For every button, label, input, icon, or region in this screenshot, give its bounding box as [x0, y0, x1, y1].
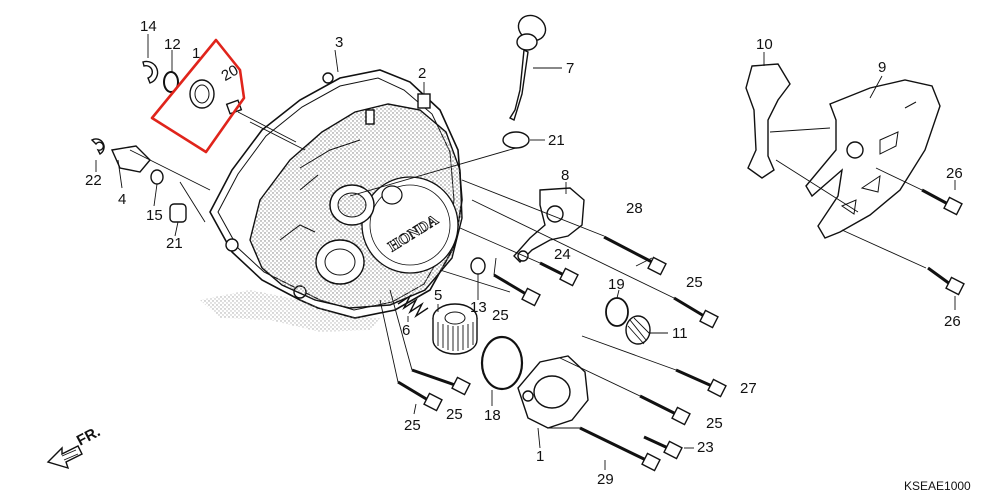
bolts [397, 188, 965, 472]
washer-13 [470, 257, 486, 275]
bolt-25-b [493, 273, 541, 307]
bolt-24 [539, 261, 579, 287]
callout-13: 13 [470, 299, 487, 316]
callout-1: 1 [536, 448, 544, 465]
callout-14: 14 [140, 18, 157, 35]
front-direction-arrow: FR. [46, 423, 103, 470]
callout-28: 28 [626, 200, 643, 217]
callout-17: 18 [484, 407, 501, 424]
callout-8: 8 [561, 167, 569, 184]
callout-20: 20 [219, 62, 242, 85]
callout-11: 11 [672, 325, 688, 342]
diagram-code: KSEAE1000 [904, 479, 971, 493]
highlight-box [150, 38, 246, 154]
callout-29: 29 [597, 471, 614, 488]
callouts: 14 12 1 20 3 2 7 21 8 10 9 22 4 15 21 28… [85, 18, 963, 488]
crankcase-cover: HONDA [200, 93, 463, 332]
callout-25-a: 25 [686, 274, 703, 291]
bolt-25-a [673, 296, 719, 329]
o-ring-17 [480, 335, 524, 391]
bolt-27 [675, 368, 727, 398]
spring-6 [397, 293, 429, 319]
callout-25-e: 25 [706, 415, 723, 432]
callout-1-top: 1 [192, 45, 200, 62]
bolt-25-d [397, 380, 443, 412]
callout-4: 4 [118, 191, 126, 208]
gasket-10 [745, 63, 791, 179]
oil-filter-cover [517, 355, 589, 429]
callout-15: 15 [146, 207, 163, 224]
callout-25-b: 25 [492, 307, 509, 324]
callout-21: 21 [166, 235, 183, 252]
o-ring-19 [502, 131, 530, 149]
bracket-8 [513, 187, 585, 263]
callout-19: 21 [548, 132, 565, 149]
callout-3: 3 [335, 34, 343, 51]
callout-9: 9 [878, 59, 886, 76]
callout-25-d: 25 [404, 417, 421, 434]
seal-parts [90, 60, 243, 223]
bolt-29 [579, 426, 661, 472]
callout-2: 2 [418, 65, 426, 82]
callout-18: 19 [608, 276, 625, 293]
bolt-25-c [411, 368, 471, 396]
callout-6: 6 [402, 322, 410, 339]
bolt-26-a [921, 188, 963, 216]
callout-10: 10 [756, 36, 773, 53]
sprocket-cover [805, 79, 941, 239]
callout-24: 24 [554, 246, 571, 263]
callout-26-b: 26 [944, 313, 961, 330]
oil-filter [432, 303, 478, 355]
callout-7: 7 [566, 60, 574, 77]
construction-lines [129, 111, 927, 429]
plug-11 [625, 315, 651, 345]
callout-5: 5 [434, 287, 442, 304]
bolt-26-b [927, 266, 965, 296]
bolt-23 [643, 435, 683, 460]
callout-26-a: 26 [946, 165, 963, 182]
callout-27: 27 [740, 380, 757, 397]
leader-lines [95, 34, 956, 470]
callout-25-c: 25 [446, 406, 463, 423]
bolt-25-e [639, 394, 691, 426]
oil-dipstick [508, 14, 547, 121]
o-ring-18 [605, 297, 629, 327]
callout-12: 12 [164, 36, 181, 53]
bolt-28 [603, 235, 667, 276]
callout-22: 22 [85, 172, 102, 189]
callout-23: 23 [697, 439, 714, 456]
